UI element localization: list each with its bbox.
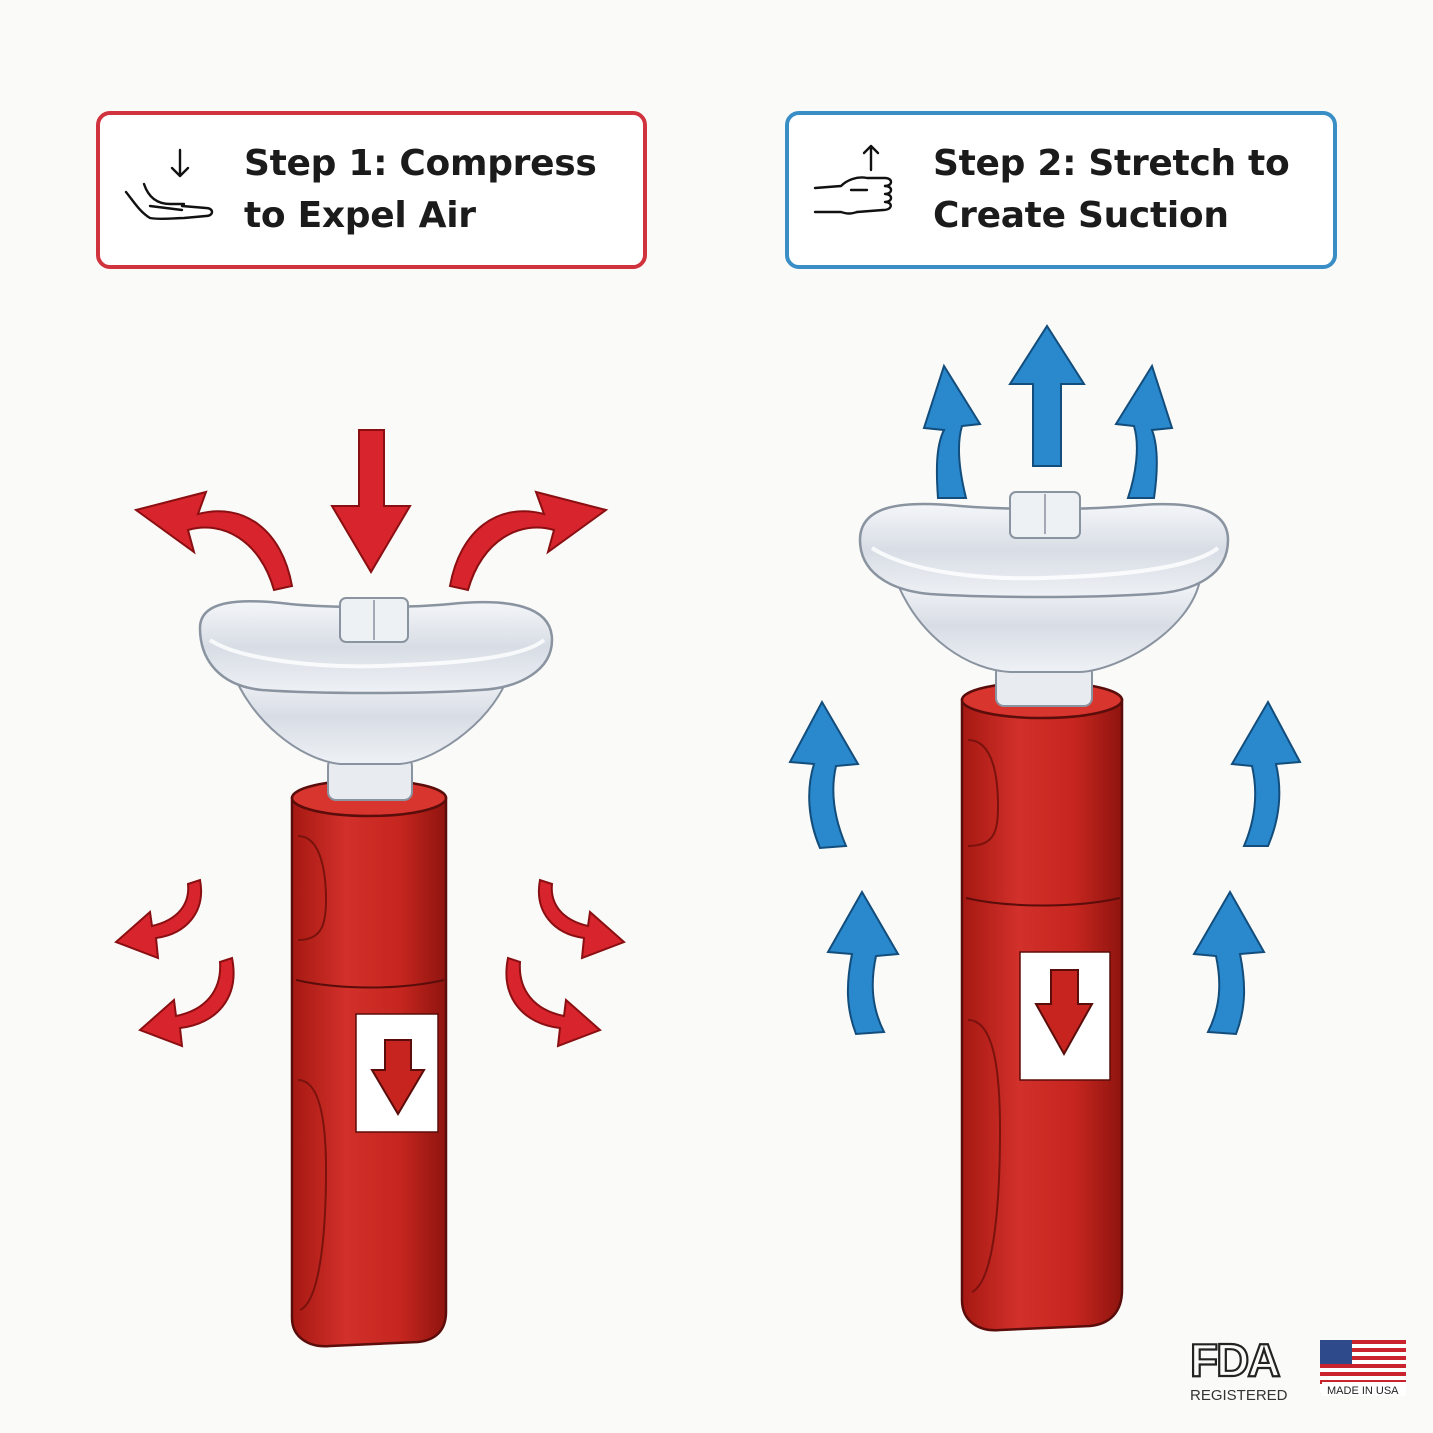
arrow-up-center bbox=[1008, 324, 1086, 467]
arrow-side-up-right-2 bbox=[1192, 889, 1266, 1036]
step1-title-line2: to Expel Air bbox=[244, 195, 476, 236]
step1-title-line1: Step 1: Compress bbox=[244, 143, 597, 184]
arrow-side-up-left-2 bbox=[826, 889, 900, 1036]
arrow-up-right bbox=[1114, 363, 1174, 499]
suction-arrows bbox=[788, 324, 1302, 1036]
arrow-out-top-left bbox=[133, 490, 294, 592]
step2-box: Step 2: Stretch to Create Suction bbox=[785, 111, 1337, 269]
fda-registered-badge: FDA REGISTERED bbox=[1189, 1333, 1288, 1404]
fist-pull-up-icon bbox=[813, 144, 893, 215]
usa-caption: MADE IN USA bbox=[1327, 1385, 1399, 1397]
arrow-out-top-right bbox=[448, 490, 609, 592]
fda-caption: REGISTERED bbox=[1190, 1387, 1288, 1404]
compress-arrows bbox=[114, 429, 626, 1048]
arrow-up-left bbox=[922, 363, 982, 499]
hand-press-down-icon bbox=[124, 148, 214, 221]
step2-title-line1: Step 2: Stretch to bbox=[933, 143, 1290, 184]
step1-box: Step 1: Compress to Expel Air bbox=[96, 111, 647, 269]
arrow-out-left-2 bbox=[138, 956, 235, 1048]
arrow-side-up-right-1 bbox=[1230, 699, 1302, 847]
arrow-out-right-1 bbox=[537, 878, 626, 960]
device-compressed bbox=[198, 597, 554, 1348]
step2-title-line2: Create Suction bbox=[933, 195, 1229, 236]
arrow-out-left-1 bbox=[114, 878, 203, 960]
fda-logo: FDA bbox=[1190, 1334, 1279, 1386]
down-arrow-icon bbox=[370, 1039, 426, 1116]
arrow-down-center bbox=[330, 429, 412, 574]
arrow-out-right-2 bbox=[505, 956, 602, 1048]
made-in-usa-badge: MADE IN USA bbox=[1320, 1340, 1406, 1397]
device-stretched bbox=[858, 491, 1230, 1332]
down-arrow-icon bbox=[1034, 969, 1094, 1057]
arrow-side-up-left-1 bbox=[788, 699, 860, 850]
